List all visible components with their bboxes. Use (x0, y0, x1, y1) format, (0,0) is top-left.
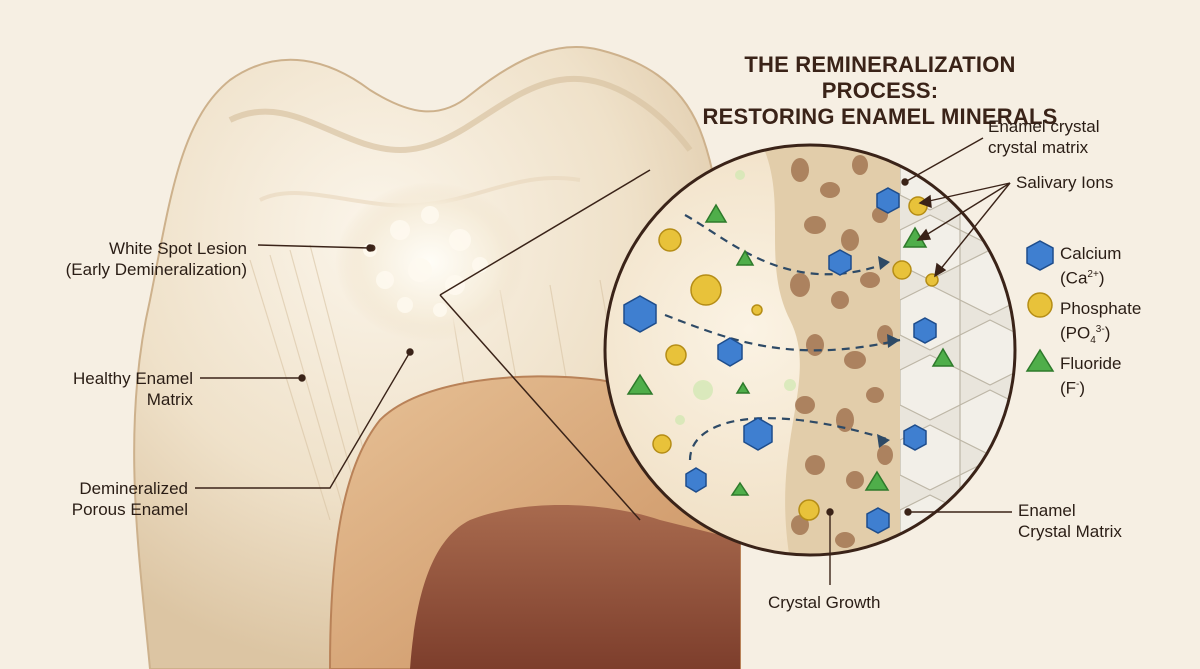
title-line-2: RESTORING ENAMEL MINERALS (702, 104, 1058, 129)
legend-fluoride-formula: (F-) (1060, 378, 1086, 398)
label-salivary-ions: Salivary Ions (1016, 173, 1114, 192)
legend-icons (1025, 240, 1055, 372)
legend-fluoride: Fluoride (F-) (1060, 354, 1122, 398)
fluoride-legend-icon (1025, 348, 1055, 372)
leader-lines-right (826, 137, 1012, 585)
label-crystal-growth: Crystal Growth (768, 593, 881, 612)
ion-paths (664, 214, 901, 461)
title-line-1: THE REMINERALIZATION PROCESS: (744, 52, 1016, 103)
ions-fluoride (626, 203, 955, 496)
tooth-pulp (410, 505, 740, 669)
legend-calcium: Calcium (Ca2+) (1060, 244, 1122, 288)
glow-particles (675, 170, 796, 425)
zoom-connector (439, 169, 651, 521)
label-healthy-enamel-matrix: Healthy Enamel Matrix (72, 369, 193, 409)
label-enamel-crystal-matrix: Enamel Crystal Matrix (1018, 501, 1122, 541)
legend-phosphate: Phosphate (PO43-) (1060, 298, 1141, 351)
ions-calcium (623, 187, 937, 534)
legend-phosphate-formula: (PO43-) (1060, 323, 1111, 347)
white-spot-lesion (335, 182, 525, 342)
calcium-legend-icon (1026, 240, 1054, 271)
diagram-title: THE REMINERALIZATION PROCESS: RESTORING … (690, 52, 1070, 130)
legend-calcium-formula: (Ca2+) (1060, 268, 1105, 288)
phosphate-legend-icon (1027, 292, 1053, 318)
label-white-spot-lesion: White Spot Lesion (Early Demineralizatio… (65, 239, 247, 279)
label-demineralized-porous-enamel: Demineralized Porous Enamel (71, 479, 188, 519)
leader-lines-left (195, 244, 414, 489)
label-enamel-crystal-top: Enamel crystal crystal matrix (988, 117, 1100, 157)
